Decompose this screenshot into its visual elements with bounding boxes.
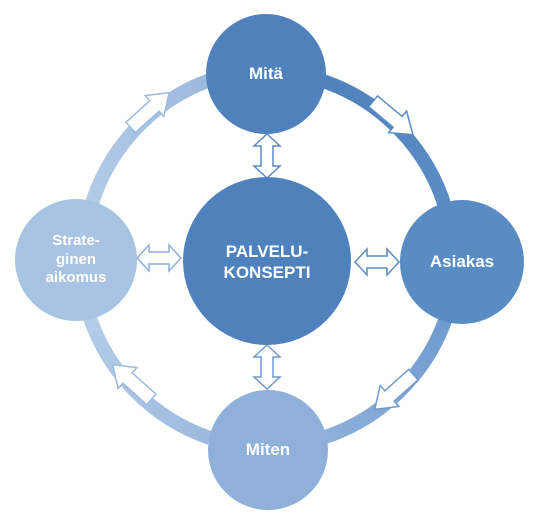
node-label-left-line2: ginen <box>55 250 96 268</box>
node-label-right: Asiakas <box>429 252 495 272</box>
ring-arc-bottom-left <box>83 315 213 445</box>
connector-arrow-left <box>135 243 183 273</box>
connector-arrow-bottom <box>252 343 282 391</box>
ring-arrow-bottom-right <box>373 368 420 411</box>
center-label: PALVELU- KONSEPTI <box>185 225 349 299</box>
node-circle-left <box>15 199 137 321</box>
ring-arrow-bottom-left <box>111 363 158 406</box>
node-circle-right <box>400 200 524 324</box>
node-label-bottom: Miten <box>245 440 291 460</box>
node-label-left-line3: aikomus <box>45 269 107 287</box>
node-circle-top <box>206 14 326 134</box>
center-label-line2: KONSEPTI <box>223 263 311 282</box>
node-label-left-line1: Strate- <box>52 231 100 249</box>
ring-arrow-top-left <box>124 91 171 134</box>
ring-arrow-top-right <box>367 94 414 136</box>
center-label-line1: PALVELU- <box>225 241 309 261</box>
connector-arrow-right <box>353 247 401 277</box>
node-label-top: Mitä <box>249 64 283 84</box>
ring-arc-bottom-right <box>319 315 453 445</box>
node-circle-bottom <box>208 390 328 510</box>
center-circle <box>183 177 351 345</box>
node-label-left: Strate- ginen aikomus <box>20 220 132 300</box>
connector-arrow-top <box>252 132 282 180</box>
